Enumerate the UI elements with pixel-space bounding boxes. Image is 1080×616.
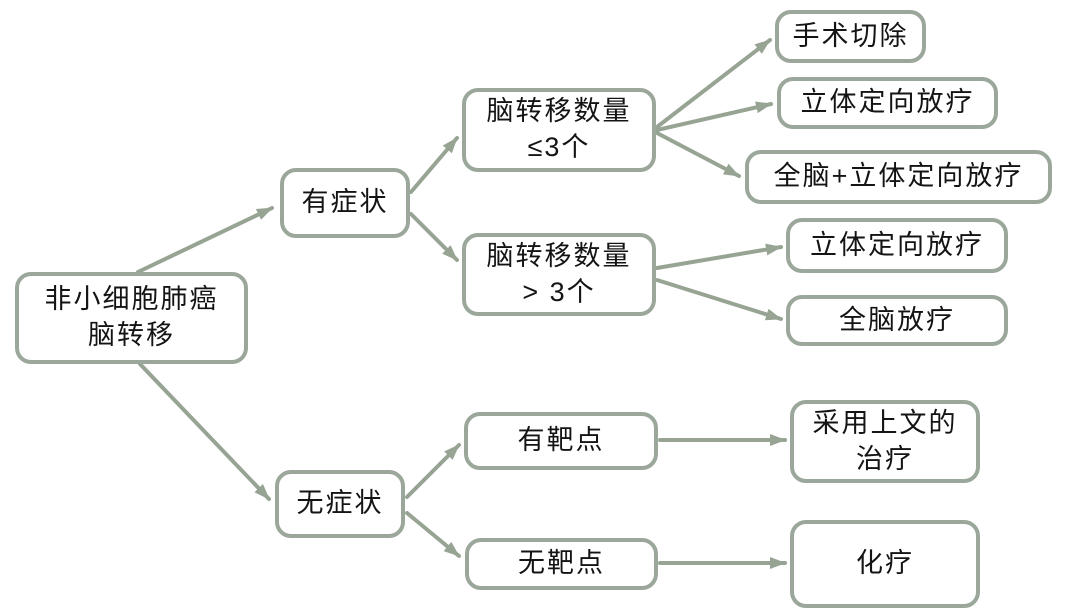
edge-root-symptomatic	[136, 206, 274, 274]
edge-symptomatic-mets-gt3	[409, 212, 459, 262]
node-asymptomatic: 无症状	[275, 470, 405, 538]
node-srt-top: 立体定向放疗	[777, 77, 998, 129]
node-root-label: 非小细胞肺癌 脑转移	[44, 284, 219, 350]
node-target-no-label: 无靶点	[518, 548, 605, 579]
node-use-above-treatment-label: 采用上文的 治疗	[812, 407, 958, 474]
node-target-yes-label: 有靶点	[517, 425, 605, 456]
node-symptomatic-label: 有症状	[301, 187, 389, 218]
node-surgery: 手术切除	[775, 10, 926, 63]
node-srt-mid: 立体定向放疗	[786, 218, 1008, 273]
node-chemotherapy: 化疗	[790, 520, 980, 608]
edge-asymptomatic-target-yes	[405, 443, 461, 499]
node-srt-mid-label: 立体定向放疗	[810, 229, 984, 260]
node-mets-gt3-label: 脑转移数量 > 3个	[486, 240, 632, 307]
edge-mets-gt3-srt-mid	[655, 243, 783, 270]
node-mets-le3-label: 脑转移数量 ≤3个	[486, 96, 632, 162]
node-mets-le3: 脑转移数量 ≤3个	[462, 88, 656, 172]
node-mets-gt3: 脑转移数量 > 3个	[462, 233, 656, 316]
node-wbrt-plus-srt-label: 全脑+立体定向放疗	[773, 161, 1024, 192]
node-target-yes: 有靶点	[464, 412, 658, 470]
node-srt-top-label: 立体定向放疗	[800, 87, 975, 118]
edge-root-asymptomatic	[138, 362, 271, 501]
node-wbrt-label: 全脑放疗	[839, 304, 955, 335]
node-target-no: 无靶点	[465, 538, 658, 590]
edge-mets-le3-surgery	[655, 38, 772, 129]
node-root: 非小细胞肺癌 脑转移	[15, 272, 248, 364]
node-chemotherapy-label: 化疗	[856, 548, 914, 579]
node-wbrt: 全脑放疗	[786, 295, 1008, 346]
node-symptomatic: 有症状	[280, 168, 410, 238]
edge-mets-gt3-wbrt	[655, 278, 783, 321]
edge-asymptomatic-target-no	[405, 511, 461, 558]
node-use-above-treatment: 采用上文的 治疗	[790, 400, 980, 483]
node-wbrt-plus-srt: 全脑+立体定向放疗	[745, 150, 1052, 204]
edge-symptomatic-mets-le3	[409, 136, 459, 194]
node-surgery-label: 手术切除	[792, 20, 909, 51]
edge-mets-le3-wbrt-plus-srt	[655, 131, 741, 178]
node-asymptomatic-label: 无症状	[296, 488, 384, 519]
edge-mets-le3-srt-top	[655, 101, 773, 132]
